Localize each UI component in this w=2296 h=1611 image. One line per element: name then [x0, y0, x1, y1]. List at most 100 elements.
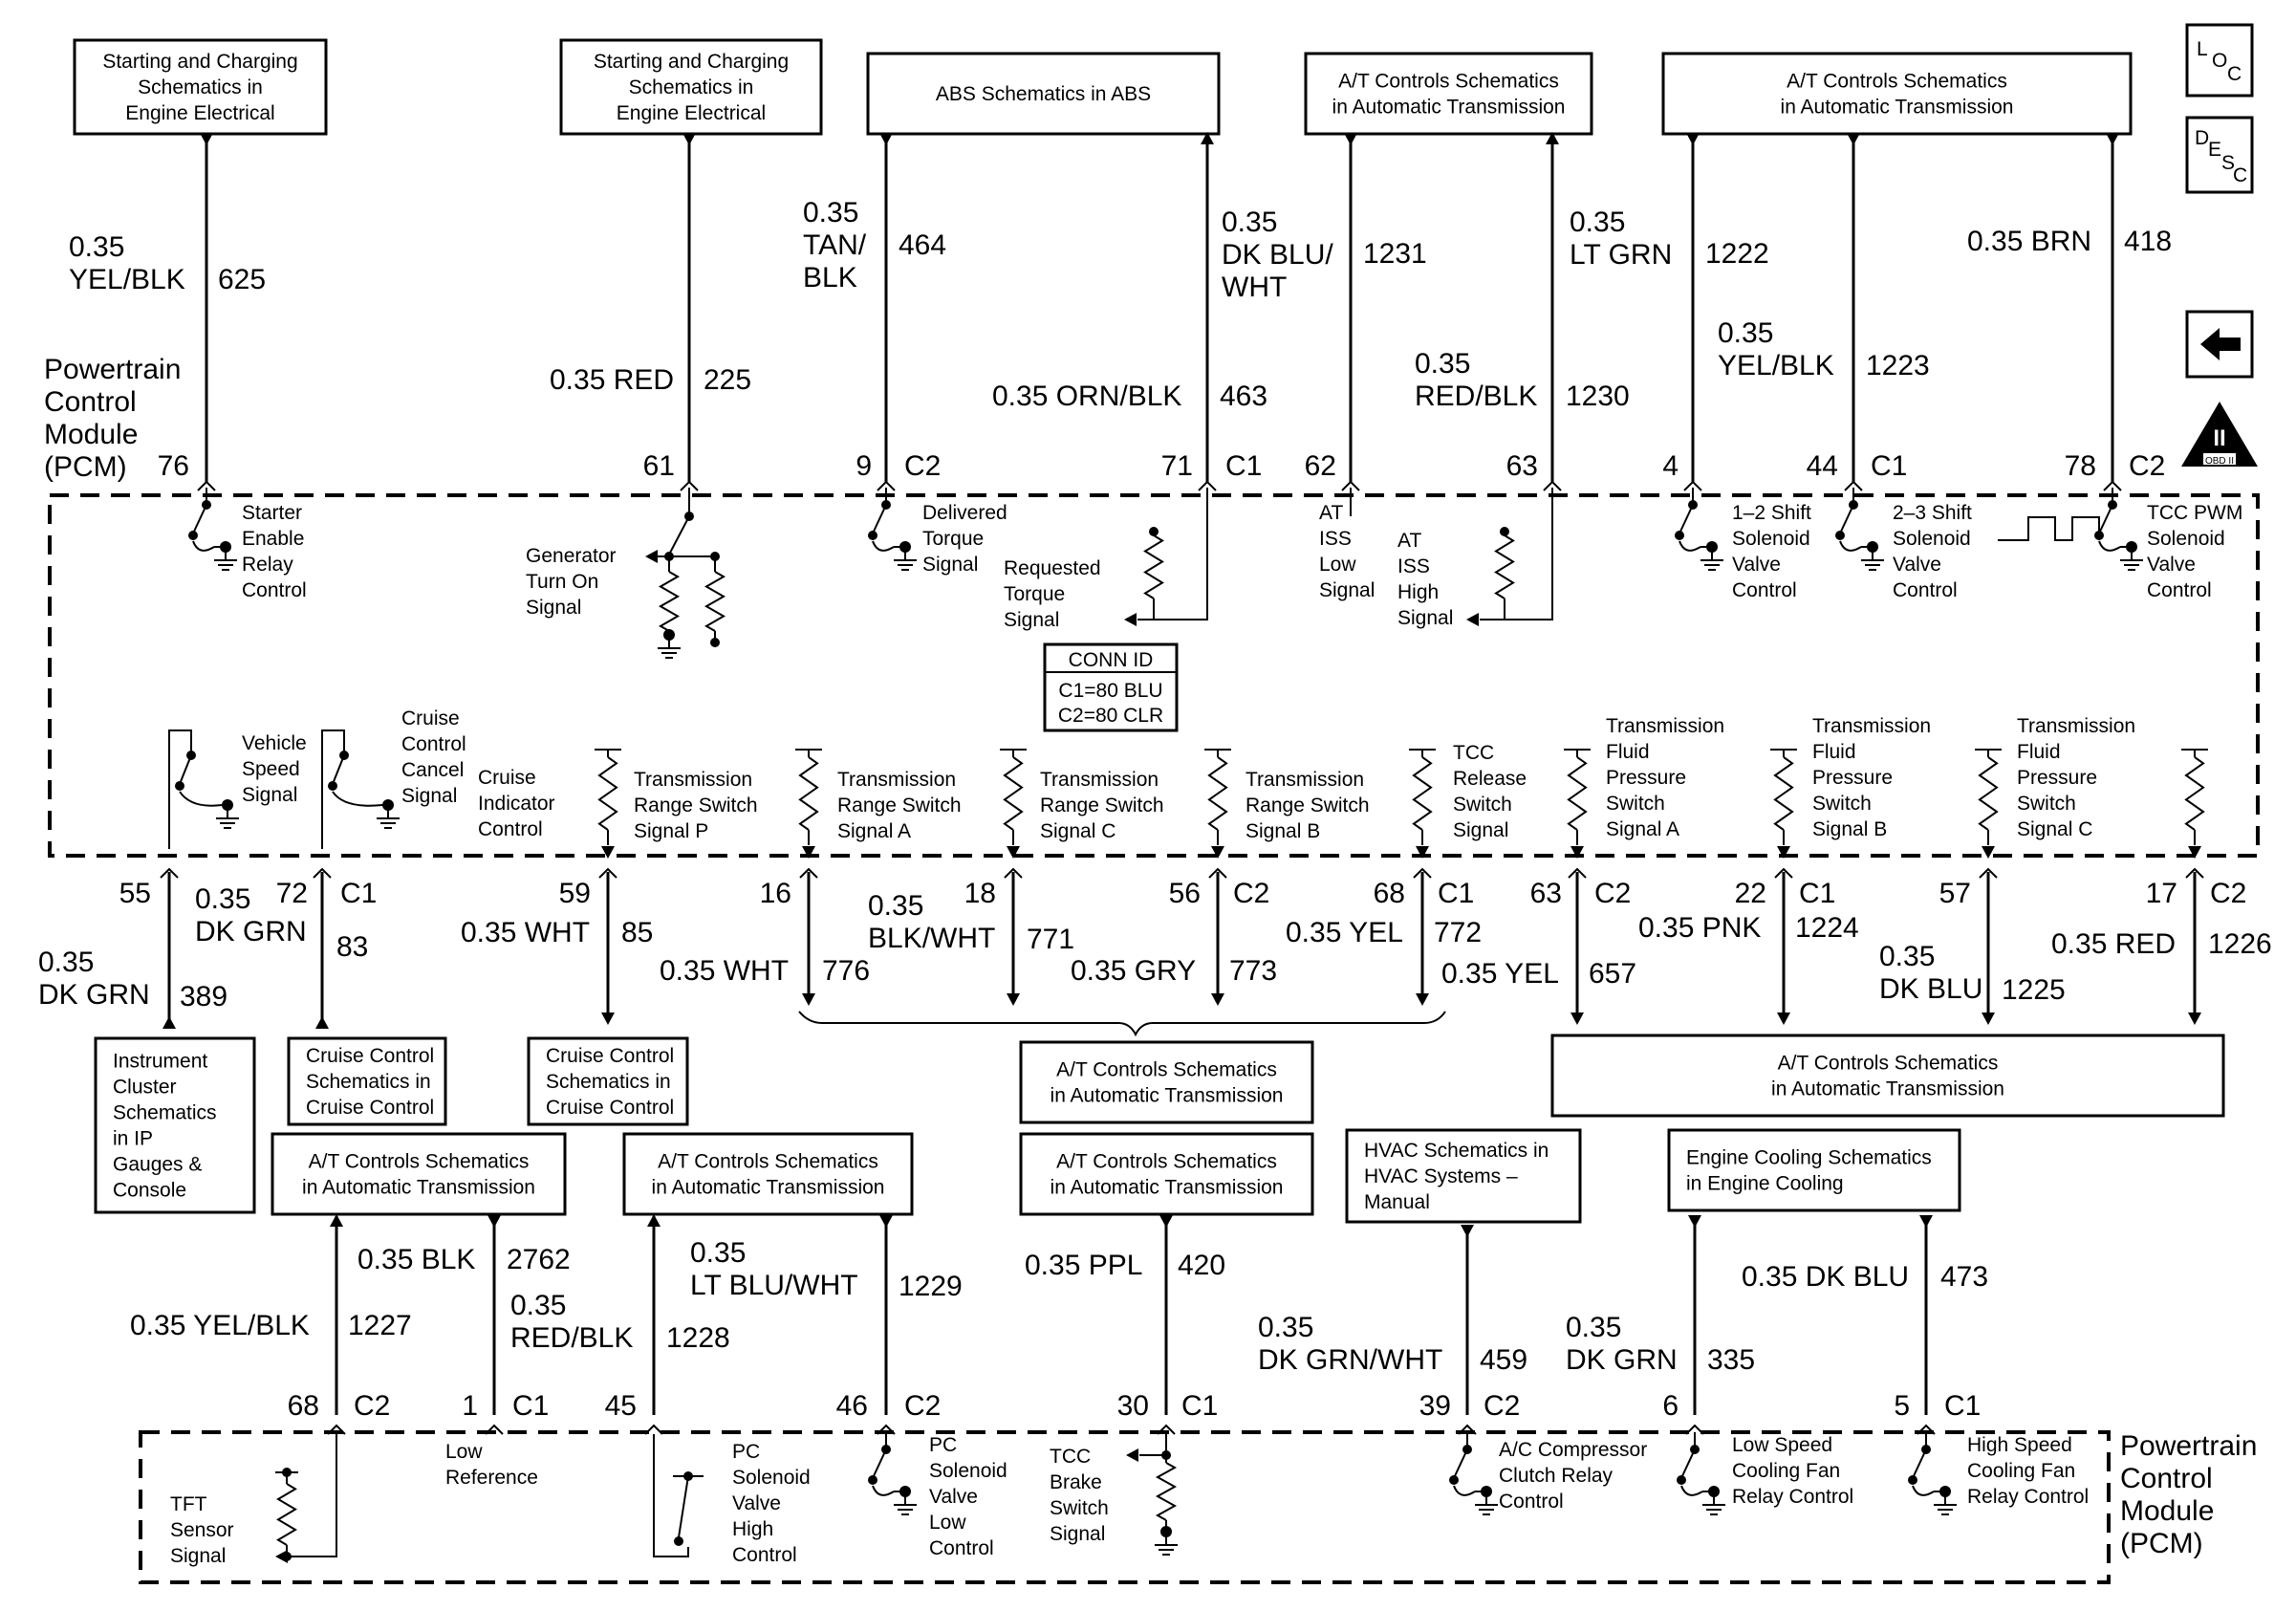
schematic-ref-box[interactable]	[73, 38, 328, 136]
signal-label: TCC	[1050, 1446, 1091, 1468]
signal-label: Transmission	[1812, 715, 1931, 737]
signal-label: Reference	[445, 1467, 538, 1489]
pin-number: 56	[1169, 878, 1201, 909]
connector-pin	[1413, 867, 1432, 879]
schematic-ref-box[interactable]	[1019, 1040, 1314, 1124]
signal-label: Starter	[242, 502, 302, 524]
schematic-ref-box[interactable]	[527, 1036, 689, 1126]
pin-number: 76	[158, 450, 189, 482]
signal-label: Indicator	[478, 793, 555, 815]
signal-label: Sensor	[170, 1519, 234, 1541]
schematic-ref-box[interactable]	[866, 52, 1221, 136]
connector-id: C2	[2210, 878, 2246, 909]
signal-label: Signal	[401, 785, 457, 807]
schematic-ref-box[interactable]	[271, 1132, 567, 1216]
wire-color-label: YEL/BLK	[1718, 350, 1834, 381]
arrow-up-icon	[647, 1214, 661, 1227]
desc-button[interactable]	[2185, 116, 2254, 194]
schematic-ref-box[interactable]	[287, 1036, 447, 1126]
wire-color-label: DK GRN	[195, 916, 307, 947]
signal-label: Release	[1453, 768, 1527, 790]
signal-label: PC	[732, 1441, 760, 1463]
pin-number: 68	[288, 1390, 319, 1422]
wire	[168, 729, 192, 849]
signal-label: Turn On	[526, 571, 598, 593]
signal-label: Cooling Fan	[1967, 1460, 2075, 1482]
conn-id-line: C2=80 CLR	[1058, 705, 1163, 727]
wire-color-label: 0.35 WHT	[660, 955, 789, 987]
schematic-ref-text: in Automatic Transmission	[1051, 1085, 1284, 1107]
signal-label: Signal	[1319, 579, 1375, 601]
ground-icon	[1702, 1491, 1725, 1515]
wire-color-label: 0.35 BRN	[1967, 226, 2091, 257]
signal-label: Signal C	[2017, 818, 2092, 840]
wire-color-label: DK GRN/WHT	[1258, 1344, 1442, 1376]
arrow-down-icon	[200, 133, 213, 145]
circuit-number: 1231	[1363, 238, 1427, 270]
wire-color-label: 0.35	[690, 1237, 746, 1269]
schematic-ref-box[interactable]	[94, 1036, 256, 1214]
signal-label: Valve	[1732, 554, 1781, 576]
schematic-ref-text: Cruise Control	[306, 1097, 434, 1119]
schematic-ref-box[interactable]	[1304, 52, 1593, 136]
junction-dot	[868, 531, 877, 540]
signal-label: Fluid	[2017, 741, 2061, 763]
connector-pin	[313, 867, 332, 879]
arrow-left-icon	[1126, 1448, 1138, 1462]
signal-label: Enable	[242, 528, 304, 550]
schematic-ref-text: Engine Electrical	[125, 102, 274, 124]
pin-number: 22	[1735, 878, 1766, 909]
arrow-down-icon	[1344, 133, 1357, 145]
signal-label: Signal	[1004, 609, 1059, 631]
pin-number: 44	[1807, 450, 1838, 482]
junction-dot	[328, 781, 337, 791]
signal-label: Relay	[242, 554, 293, 576]
wire-color-label: 0.35	[69, 231, 124, 263]
connector-pin	[1208, 867, 1227, 879]
connector-id: C1	[1799, 878, 1835, 909]
pin-number: 18	[964, 878, 996, 909]
wire-color-label: 0.35	[195, 883, 250, 915]
circuit-number: 771	[1027, 924, 1074, 955]
connector-pin	[2185, 867, 2204, 879]
signal-label: Relay Control	[1967, 1486, 2089, 1508]
arrow-down-icon	[1416, 846, 1429, 859]
signal-label: Signal	[1397, 607, 1453, 629]
wire-color-label: DK BLU/	[1222, 239, 1333, 271]
signal-label: Transmission	[2017, 715, 2135, 737]
schematic-ref-box[interactable]	[559, 38, 823, 136]
schematic-ref-text: in Automatic Transmission	[302, 1177, 535, 1199]
connector-id: C1	[1944, 1390, 1981, 1422]
signal-label: Transmission	[1606, 715, 1724, 737]
switch-blade	[872, 1448, 887, 1479]
ground-icon	[2120, 547, 2143, 571]
wire-color-label: 0.35 GRY	[1071, 955, 1196, 987]
connector-pin	[1979, 867, 1998, 879]
signal-label: Valve	[2147, 554, 2196, 576]
schematic-ref-text: Manual	[1364, 1191, 1430, 1213]
pin-number: 61	[643, 450, 675, 482]
signal-label: Switch	[1812, 793, 1872, 815]
schematic-ref-box[interactable]	[1661, 52, 2133, 136]
obd-ii-icon: II	[2213, 425, 2225, 451]
obd-ii-icon	[2203, 453, 2236, 465]
connector-pin	[1844, 480, 1863, 491]
switch-arc	[192, 540, 215, 552]
schematic-ref-text: HVAC Systems –	[1364, 1165, 1518, 1187]
schematic-ref-text: A/T Controls Schematics	[1338, 71, 1559, 93]
ground-icon	[1475, 1491, 1498, 1515]
connector-pin	[485, 1424, 504, 1435]
schematic-ref-box[interactable]	[1019, 1132, 1314, 1216]
schematic-ref-box[interactable]	[622, 1132, 914, 1216]
schematic-ref-box[interactable]	[1345, 1128, 1582, 1224]
schematic-ref-box[interactable]	[1667, 1128, 1961, 1212]
wire-color-label: YEL/BLK	[69, 264, 185, 295]
arrow-down-icon	[1461, 1225, 1474, 1237]
connector-pin	[1917, 1424, 1936, 1435]
loc-button[interactable]	[2185, 23, 2254, 98]
schematic-ref-box[interactable]	[1550, 1034, 2225, 1118]
signal-label: Control	[2147, 579, 2212, 601]
circuit-number: 420	[1178, 1250, 1225, 1281]
resistor-icon	[658, 571, 681, 632]
circuit-number: 473	[1940, 1261, 1988, 1293]
